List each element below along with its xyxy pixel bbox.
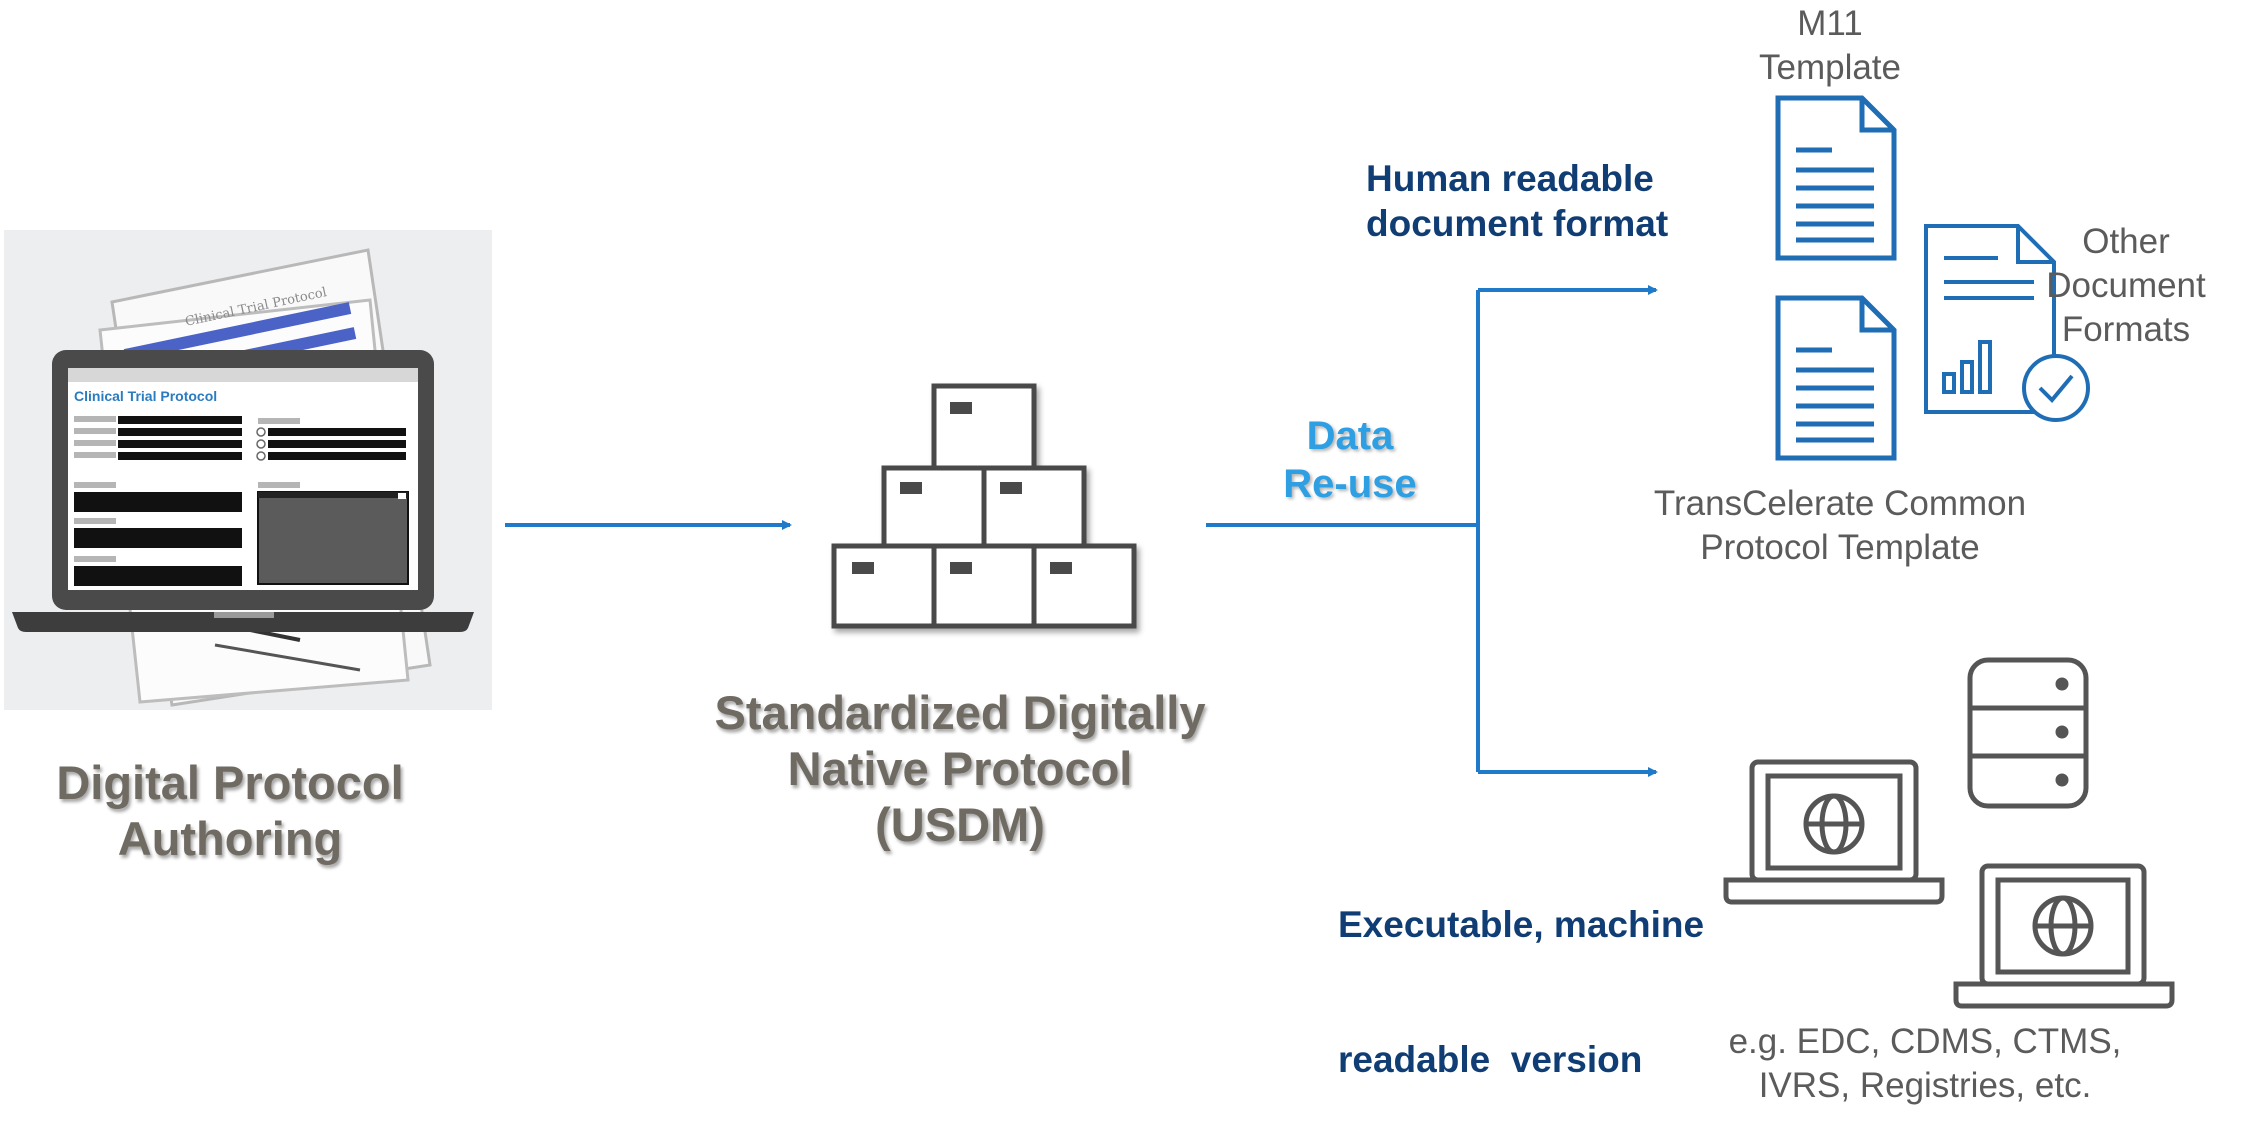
laptop-globe-icon (1953, 863, 2175, 1009)
laptop-icon (12, 350, 474, 632)
laptop-globe-icon (1723, 759, 1945, 905)
m11-template-label: M11 Template (1758, 4, 1902, 87)
transcelerate-label: TransCelerate Common Protocol Template (1653, 484, 2027, 567)
other-formats-label: Other Document Formats (2046, 222, 2206, 349)
data-reuse-label: Data Re-use (1283, 414, 1417, 506)
human-readable-label: Human readable document format (1366, 158, 1669, 244)
flow-arrows (505, 285, 1658, 777)
report-document-icon (1924, 224, 2090, 422)
paper-blue-bar (123, 302, 352, 361)
boxes-pyramid-icon (831, 383, 1137, 629)
database-icon (1967, 657, 2089, 809)
usdm-title: Standardized Digitally Native Protocol (… (714, 686, 1206, 851)
transcelerate-document-icon (1775, 295, 1897, 461)
m11-document-icon (1775, 95, 1897, 261)
authoring-title: Digital Protocol Authoring (56, 756, 404, 865)
screen-title: Clinical Trial Protocol (74, 388, 218, 404)
systems-examples-label: e.g. EDC, CDMS, CTMS, IVRS, Registries, … (1728, 1022, 2122, 1105)
authoring-illustration (4, 230, 492, 710)
box-labels (852, 402, 1072, 574)
machine-readable-label: Executable, machine readable version (1338, 904, 1705, 1080)
